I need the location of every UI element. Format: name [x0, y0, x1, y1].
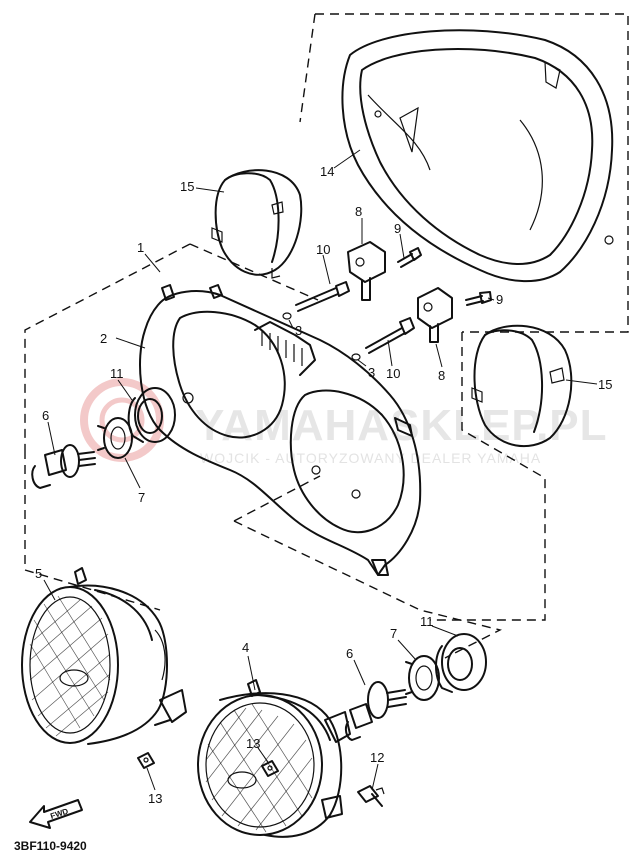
headlight-assembly-boundary: [24, 243, 191, 570]
part-9-screw-upper: [397, 247, 422, 268]
part-5-lens-hatch: [29, 595, 111, 737]
headlight-assembly-boundary-right: [430, 332, 546, 621]
watermark: YAMAHASKLEP.PL WOJCIK - AUTORYZOWANY DEA…: [80, 378, 608, 466]
callout-7-lower: 7: [390, 626, 397, 641]
cowling-boundary-left: [299, 13, 316, 123]
diagram-code: 3BF110-9420: [14, 839, 87, 853]
callout-3-upper: 3: [295, 323, 302, 338]
callout-8-lower: 8: [438, 368, 445, 383]
part-12-screw: [357, 785, 385, 807]
watermark-logo-core: [99, 397, 145, 443]
lower-bracket-boundary: [233, 475, 502, 659]
callout-10-lower: 10: [386, 366, 400, 381]
left-bulb-boundary: [24, 569, 161, 611]
part-7-holder-upper: [97, 417, 133, 459]
callout-9-lower: 9: [496, 292, 503, 307]
part-10-bolt-lower: [365, 317, 415, 354]
callout-9-upper: 9: [394, 221, 401, 236]
part-10-bolt-upper: [295, 281, 350, 312]
part-14-cowling: [341, 29, 614, 283]
part-4-lens-hatch: [205, 703, 313, 833]
callout-8-upper: 8: [355, 204, 362, 219]
callout-7-upper: 7: [138, 490, 145, 505]
part-11-cover-upper: [127, 387, 176, 443]
watermark-tagline: WOJCIK - AUTORYZOWANY DEALER YAMAHA: [200, 450, 541, 466]
callout-1: 1: [137, 240, 144, 255]
callout-5: 5: [35, 566, 42, 581]
callout-4: 4: [242, 640, 249, 655]
callout-15-upper: 15: [180, 179, 194, 194]
headlight-assembly-boundary-top: [189, 243, 319, 301]
part-5-headlight-unit-left: [21, 567, 187, 745]
callouts: 1 2 3 3 4 5 6 6 7 7 8 8 9 9 10 10 11 11 …: [35, 164, 612, 806]
part-3-spring-upper: [282, 312, 292, 320]
callout-6-lower: 6: [346, 646, 353, 661]
callout-10-upper: 10: [316, 242, 330, 257]
callout-14: 14: [320, 164, 334, 179]
callout-15-lower: 15: [598, 377, 612, 392]
part-15-rim-lower: [471, 324, 573, 448]
leader-lines: [43, 149, 598, 791]
part-13-screw-right: [261, 760, 279, 777]
part-7-holder-lower: [405, 655, 440, 701]
part-6-bulb-lower: [344, 681, 407, 741]
part-8-bracket-upper: [347, 241, 386, 301]
part-15-rim-upper: [211, 169, 303, 279]
callout-13-left: 13: [148, 791, 162, 806]
part-13-screw-left: [137, 752, 155, 769]
callout-13-right: 13: [246, 736, 260, 751]
callout-11-lower: 11: [420, 614, 434, 629]
callout-11-upper: 11: [110, 366, 124, 381]
part-4-headlight-unit-right: [197, 679, 351, 838]
assembly-boundaries: [24, 13, 629, 659]
callout-6-upper: 6: [42, 408, 49, 423]
callout-12: 12: [370, 750, 384, 765]
part-8-bracket-lower: [417, 287, 453, 343]
callout-3-lower: 3: [368, 365, 375, 380]
fwd-arrow: FWD: [29, 799, 83, 829]
watermark-brand: YAMAHASKLEP.PL: [195, 401, 608, 450]
part-11-cover-lower: [435, 633, 487, 693]
part-9-screw-lower: [465, 291, 492, 306]
callout-2: 2: [100, 331, 107, 346]
part-3-spring-lower: [351, 353, 361, 361]
part-6-bulb-upper: [31, 444, 96, 489]
